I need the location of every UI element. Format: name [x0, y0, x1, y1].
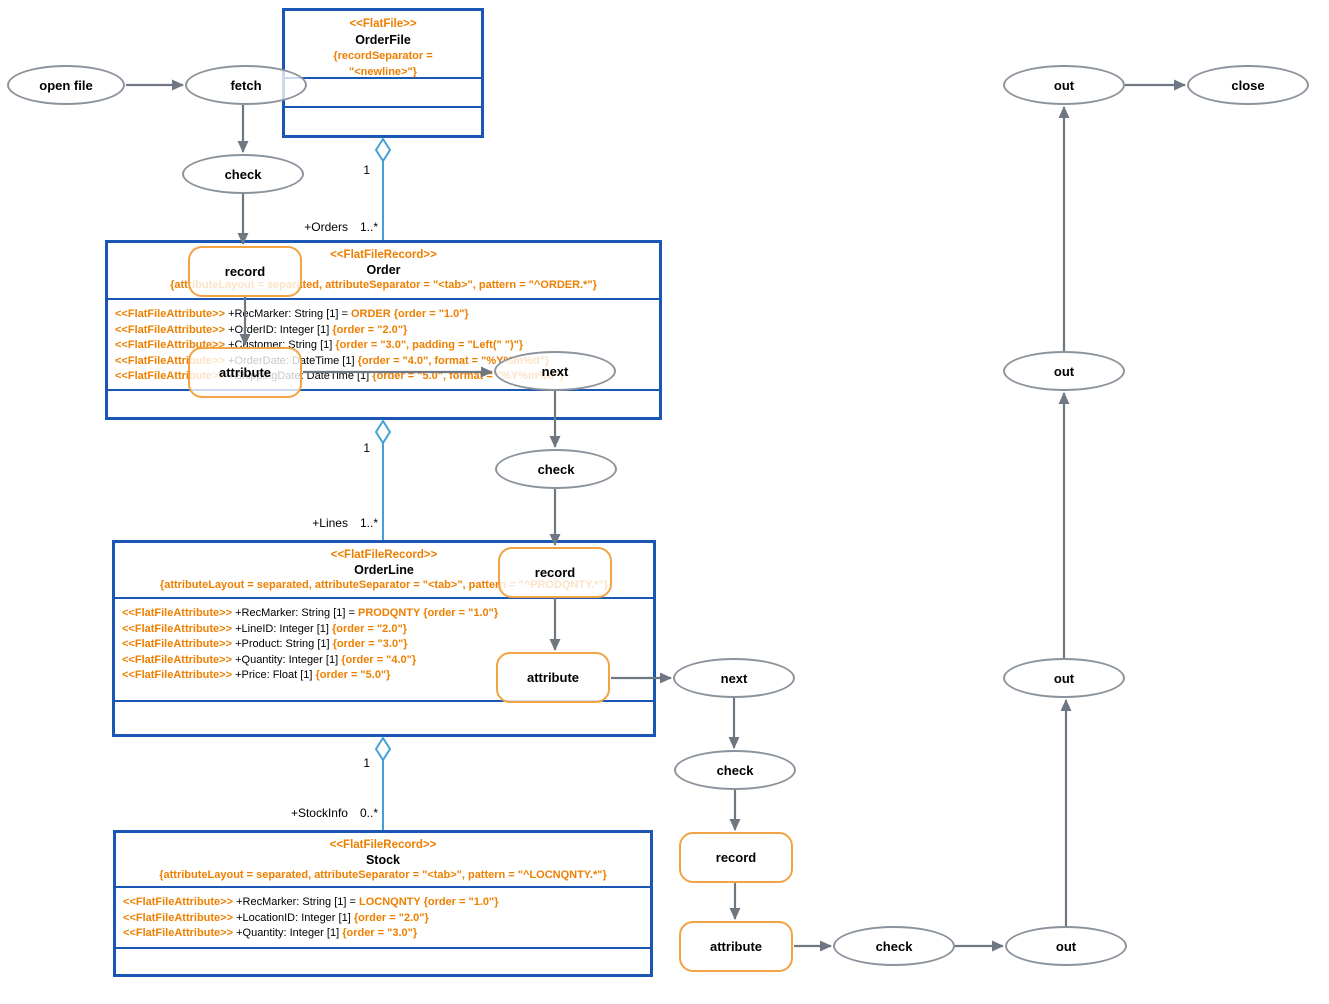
node-label: out	[1053, 670, 1075, 686]
node-label: record	[715, 850, 757, 865]
class-name: OrderFile	[355, 33, 411, 47]
class-attribute-row: <<FlatFileAttribute>> +RecMarker: String…	[115, 308, 469, 320]
composition-target-labels: +Orders 1..*	[304, 220, 378, 234]
operations-compartment	[116, 947, 650, 974]
attributes-compartment	[285, 77, 481, 106]
composition-target-labels: +Lines 1..*	[312, 516, 378, 530]
activity-check-3[interactable]: check	[674, 750, 796, 790]
node-label: attribute	[527, 670, 579, 685]
class-orderfile[interactable]: <<FlatFile>> OrderFile {recordSeparator …	[282, 8, 484, 138]
class-stereotype: <<FlatFileRecord>>	[330, 549, 438, 561]
node-label: attribute	[710, 939, 762, 954]
node-label: open file	[39, 77, 93, 93]
action-attribute-1[interactable]: attribute	[188, 347, 302, 398]
class-attribute-row: <<FlatFileAttribute>> +RecMarker: String…	[123, 896, 499, 908]
node-label: close	[1231, 77, 1265, 93]
class-constraint: "<newline>"}	[349, 66, 417, 78]
class-name: Order	[366, 263, 401, 277]
class-stereotype: <<FlatFileRecord>>	[329, 839, 437, 851]
node-label: check	[716, 762, 754, 778]
node-label: record	[534, 565, 576, 580]
class-header: <<FlatFileRecord>> Stock {attributeLayou…	[116, 833, 650, 886]
operations-compartment	[285, 106, 481, 135]
class-stereotype: <<FlatFile>>	[349, 18, 417, 30]
composition-source-multiplicity: 1	[363, 441, 370, 455]
class-orderline[interactable]: <<FlatFileRecord>> OrderLine {attributeL…	[112, 540, 656, 737]
multiplicity-label: 0..*	[359, 806, 378, 820]
node-label: check	[224, 166, 262, 182]
operations-compartment	[108, 389, 659, 417]
class-attribute-row: <<FlatFileAttribute>> +Price: Float [1] …	[122, 669, 391, 681]
node-label: out	[1055, 938, 1077, 954]
class-name: Stock	[365, 853, 401, 867]
activity-out-mid-1[interactable]: out	[1003, 351, 1125, 391]
activity-check-1[interactable]: check	[182, 154, 304, 194]
node-label: next	[720, 670, 748, 686]
class-attribute-row: <<FlatFileAttribute>> +RecMarker: String…	[122, 607, 499, 619]
node-label: attribute	[219, 365, 271, 380]
node-label: fetch	[230, 77, 262, 93]
activity-out-top[interactable]: out	[1003, 65, 1125, 105]
action-record-1[interactable]: record	[188, 246, 302, 297]
action-attribute-2[interactable]: attribute	[496, 652, 610, 703]
class-attribute-row: <<FlatFileAttribute>> +LocationID: Integ…	[123, 911, 429, 924]
class-constraint: {attributeLayout = separated, attributeS…	[159, 869, 607, 881]
multiplicity-label: 1..*	[359, 516, 378, 530]
class-constraint: {recordSeparator =	[333, 50, 433, 62]
node-label: out	[1053, 363, 1075, 379]
node-label: check	[537, 461, 575, 477]
class-header: <<FlatFileRecord>> OrderLine {attributeL…	[115, 543, 653, 597]
role-label: +Orders	[304, 220, 348, 234]
class-attribute-row: <<FlatFileAttribute>> +Quantity: Integer…	[122, 653, 417, 666]
class-stock[interactable]: <<FlatFileRecord>> Stock {attributeLayou…	[113, 830, 653, 977]
attributes-compartment: <<FlatFileAttribute>> +RecMarker: String…	[116, 886, 650, 947]
class-attribute-row: <<FlatFileAttribute>> +LineID: Integer […	[122, 622, 407, 635]
node-label: out	[1053, 77, 1075, 93]
activity-out-mid-2[interactable]: out	[1003, 658, 1125, 698]
class-header: <<FlatFile>> OrderFile {recordSeparator …	[285, 11, 481, 78]
activity-next-1[interactable]: next	[494, 351, 616, 391]
composition-source-multiplicity: 1	[363, 163, 370, 177]
class-attribute-row: <<FlatFileAttribute>> +Product: String […	[122, 638, 408, 650]
attributes-compartment: <<FlatFileAttribute>> +RecMarker: String…	[115, 597, 653, 700]
class-name: OrderLine	[354, 563, 414, 577]
activity-next-2[interactable]: next	[673, 658, 795, 698]
operations-compartment	[115, 700, 653, 734]
activity-close[interactable]: close	[1187, 65, 1309, 105]
role-label: +StockInfo	[290, 806, 348, 820]
composition-target-labels: +StockInfo 0..*	[291, 806, 378, 820]
composition-source-multiplicity: 1	[363, 756, 370, 770]
class-stereotype: <<FlatFileRecord>>	[330, 249, 437, 261]
class-constraint: {attributeLayout = separated, attributeS…	[159, 579, 609, 591]
action-record-3[interactable]: record	[679, 832, 793, 883]
node-label: next	[541, 363, 569, 379]
role-label: +Lines	[312, 516, 348, 530]
multiplicity-label: 1..*	[359, 220, 378, 234]
activity-out-bottom[interactable]: out	[1005, 926, 1127, 966]
activity-check-2[interactable]: check	[495, 449, 617, 489]
node-label: check	[875, 938, 913, 954]
class-attribute-row: <<FlatFileAttribute>> +Quantity: Integer…	[123, 927, 418, 939]
activity-fetch[interactable]: fetch	[185, 65, 307, 105]
class-attribute-row: <<FlatFileAttribute>> +OrderID: Integer …	[115, 323, 408, 336]
activity-open-file[interactable]: open file	[7, 65, 125, 105]
action-record-2[interactable]: record	[498, 547, 612, 598]
node-label: record	[224, 264, 266, 279]
action-attribute-3[interactable]: attribute	[679, 921, 793, 972]
activity-check-4[interactable]: check	[833, 926, 955, 966]
